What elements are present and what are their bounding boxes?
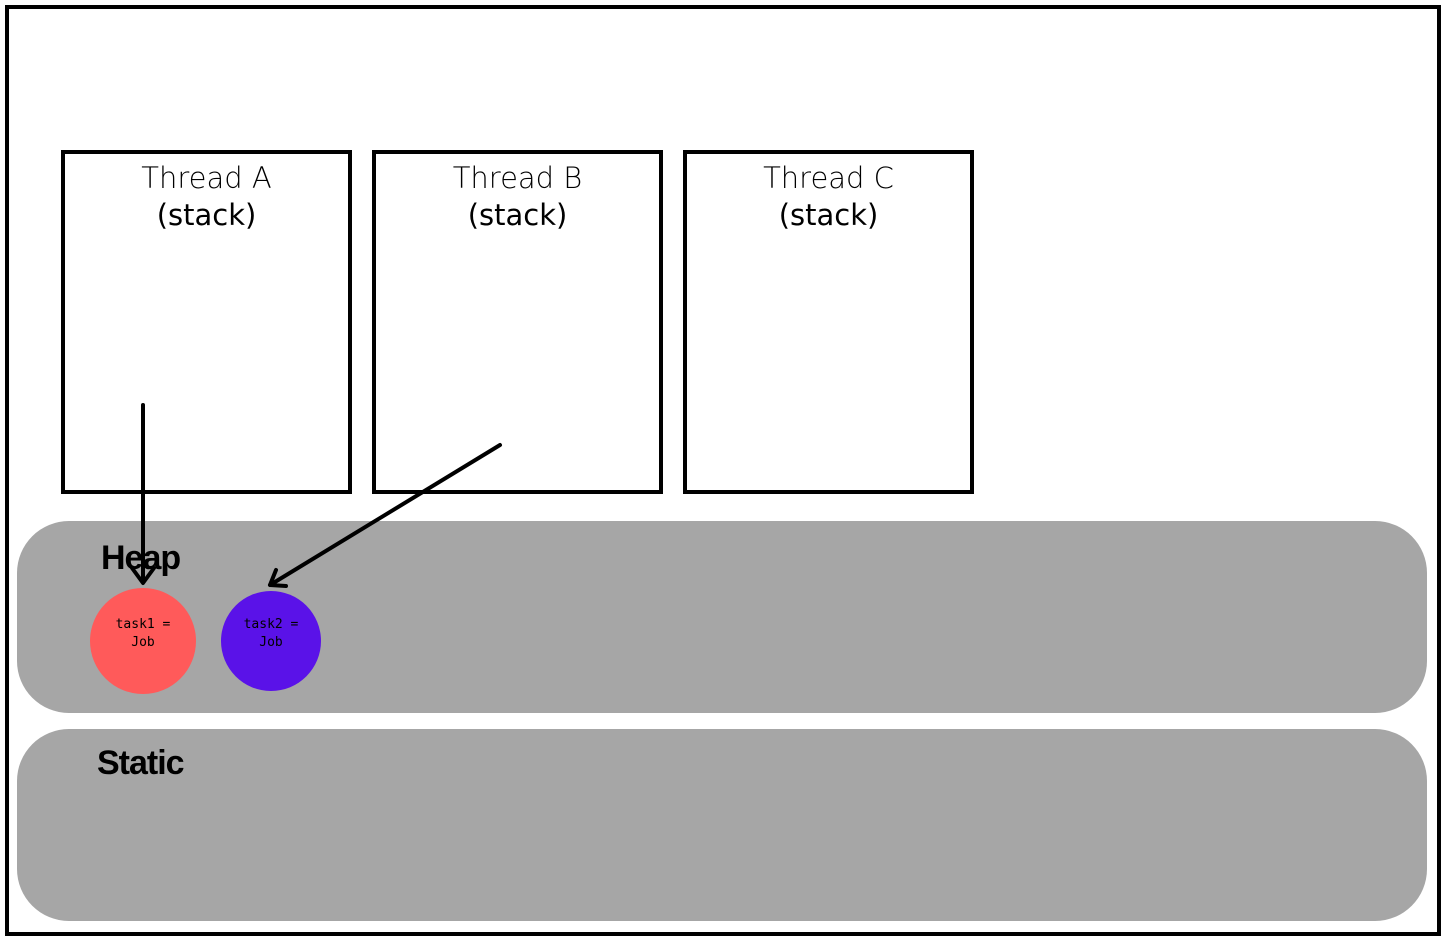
thread-a-title: Thread A: [141, 161, 272, 195]
thread-c-subtitle: (stack): [778, 198, 879, 232]
thread-c-stack-box: Thread C (stack): [683, 150, 974, 494]
thread-b-title: Thread B: [452, 161, 583, 195]
thread-a-subtitle: (stack): [156, 198, 257, 232]
heap-object-task2-label: task2 = Job: [243, 617, 299, 650]
heap-label: Heap: [101, 539, 181, 577]
thread-c-title: Thread C: [763, 161, 894, 195]
heap-object-task2: task2 = Job: [221, 591, 321, 691]
thread-b-subtitle: (stack): [467, 198, 568, 232]
heap-object-task1-label: task1 = Job: [115, 617, 171, 650]
static-region: Static: [17, 729, 1427, 921]
thread-b-stack-box: Thread B (stack): [372, 150, 663, 494]
static-label: Static: [97, 744, 185, 782]
thread-a-stack-box: Thread A (stack): [61, 150, 352, 494]
heap-object-task1: task1 = Job: [90, 588, 196, 694]
